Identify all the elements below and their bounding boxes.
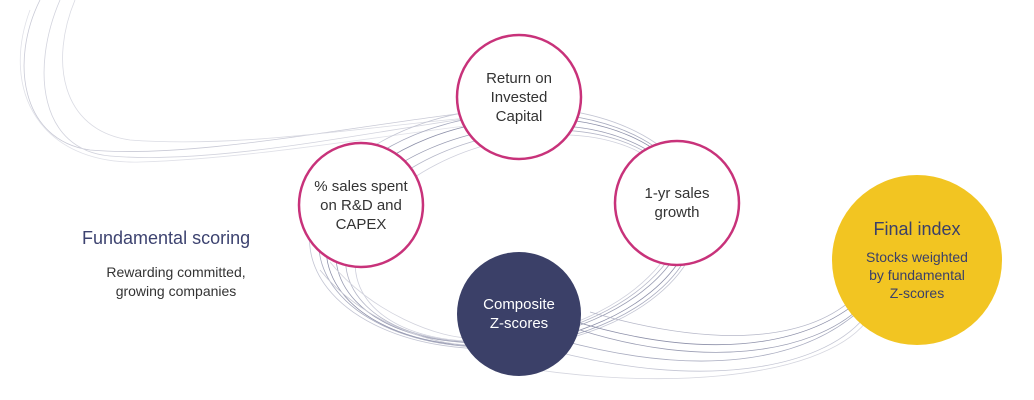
rd-capex-label-line: % sales spent <box>314 177 408 195</box>
composite-label: Composite Z-scores <box>457 252 581 376</box>
roic-node <box>455 33 583 161</box>
flow-line <box>559 311 859 362</box>
flow-line <box>43 0 521 158</box>
composite-label-line: Z-scores <box>489 315 549 332</box>
final-index-title: Final index <box>873 219 961 239</box>
final-index-body-line: Z-scores <box>889 285 945 301</box>
rd-capex-node <box>297 141 425 269</box>
flow-lines <box>19 0 867 380</box>
rd-capex-label-line: on R&D and <box>320 196 402 214</box>
flow-line <box>549 317 865 372</box>
composite-label-line: Composite <box>483 296 555 313</box>
final-index-body-line: Stocks weighted <box>866 249 968 265</box>
sales-growth-label: 1-yr sales growth <box>615 141 739 265</box>
final-index-node <box>832 175 1002 345</box>
composite-node <box>457 252 581 376</box>
rd-capex-label-line: CAPEX <box>335 215 387 233</box>
flow-line <box>329 261 476 339</box>
fundamental-scoring-heading: Fundamental scoring <box>82 228 251 248</box>
final-index-body: Stocks weighted by fundamental Z-scores <box>866 248 968 302</box>
sales-growth-label-line: 1-yr sales <box>644 185 710 202</box>
flow-line <box>19 9 541 163</box>
roic-label-line: Return on <box>486 69 552 87</box>
final-index-body-line: by fundamental <box>869 267 965 283</box>
sales-growth-label-line: growth <box>654 204 700 221</box>
flow-line <box>579 305 863 353</box>
flow-line <box>319 269 471 346</box>
roic-label-line: Capital <box>495 107 543 125</box>
roic-label-line: Invested <box>490 88 548 106</box>
roic-label: Return on Invested Capital <box>457 35 581 159</box>
fundamental-scoring-subtext: Rewarding committed, growing companies <box>86 263 266 301</box>
subtext-line: growing companies <box>115 283 237 299</box>
subtext-line: Rewarding committed, <box>106 264 246 280</box>
flow-line <box>589 295 857 336</box>
final-index-label: Final index Stocks weighted by fundament… <box>832 175 1002 345</box>
flow-line <box>23 0 511 152</box>
rd-capex-label: % sales spent on R&D and CAPEX <box>299 143 423 267</box>
sales-growth-node <box>613 139 741 267</box>
flow-line <box>569 299 861 345</box>
flow-line <box>479 321 867 380</box>
